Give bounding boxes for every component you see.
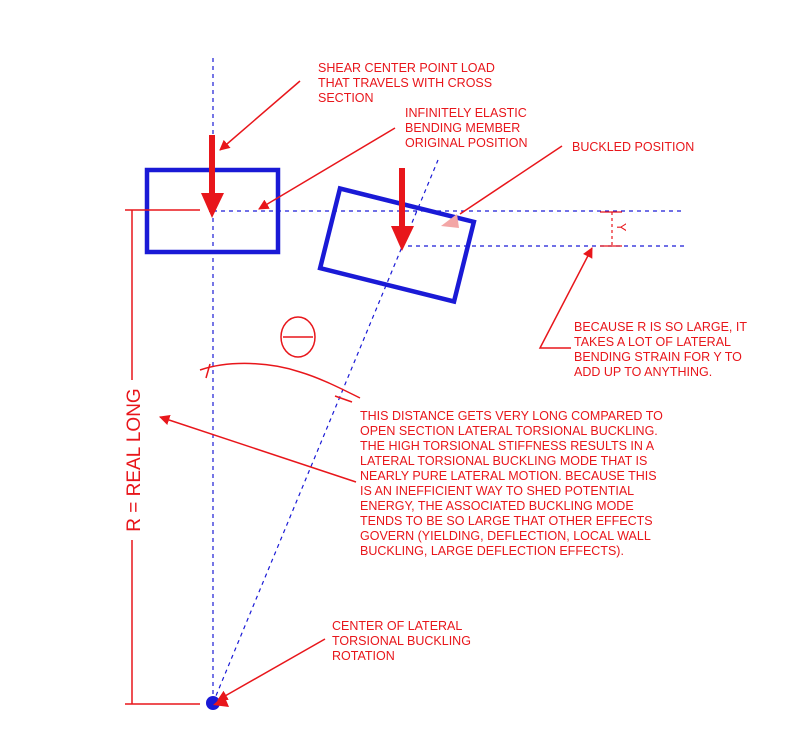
leader-shear-center — [219, 80, 301, 151]
buckled-position-arrowhead — [441, 214, 459, 228]
load-arrowhead-original — [201, 193, 224, 218]
rotated-centerline — [212, 159, 439, 704]
lateral-bending-note: BECAUSE R IS SO LARGE, IT TAKES A LOT OF… — [574, 320, 750, 379]
load-arrowhead-buckled — [391, 226, 414, 251]
buckled-position-label: BUCKLED POSITION — [572, 140, 694, 154]
distance-note: THIS DISTANCE GETS VERY LONG COMPARED TO… — [360, 409, 666, 558]
rotation-center-dot — [206, 696, 220, 710]
original-position-label: INFINITELY ELASTIC BENDING MEMBER ORIGIN… — [405, 106, 530, 150]
leader-buckled-position — [459, 145, 563, 215]
y-dimension-label: Y — [614, 223, 628, 232]
leader-distance-note — [159, 414, 357, 483]
sketch-arc — [199, 362, 361, 399]
sketch-section-circle — [280, 316, 316, 358]
radius-label: R = REAL LONG — [124, 388, 145, 531]
center-rotation-label: CENTER OF LATERAL TORSIONAL BUCKLING ROT… — [332, 619, 474, 663]
sketch-arc-tick-left — [205, 363, 211, 379]
leader-lateral-note — [538, 247, 593, 349]
shear-center-label: SHEAR CENTER POINT LOAD THAT TRAVELS WIT… — [318, 61, 498, 105]
leader-original-position — [258, 127, 396, 210]
leader-center-rotation — [217, 638, 326, 701]
sketch-arc-tick-right — [334, 395, 353, 403]
buckled-section — [317, 185, 477, 305]
